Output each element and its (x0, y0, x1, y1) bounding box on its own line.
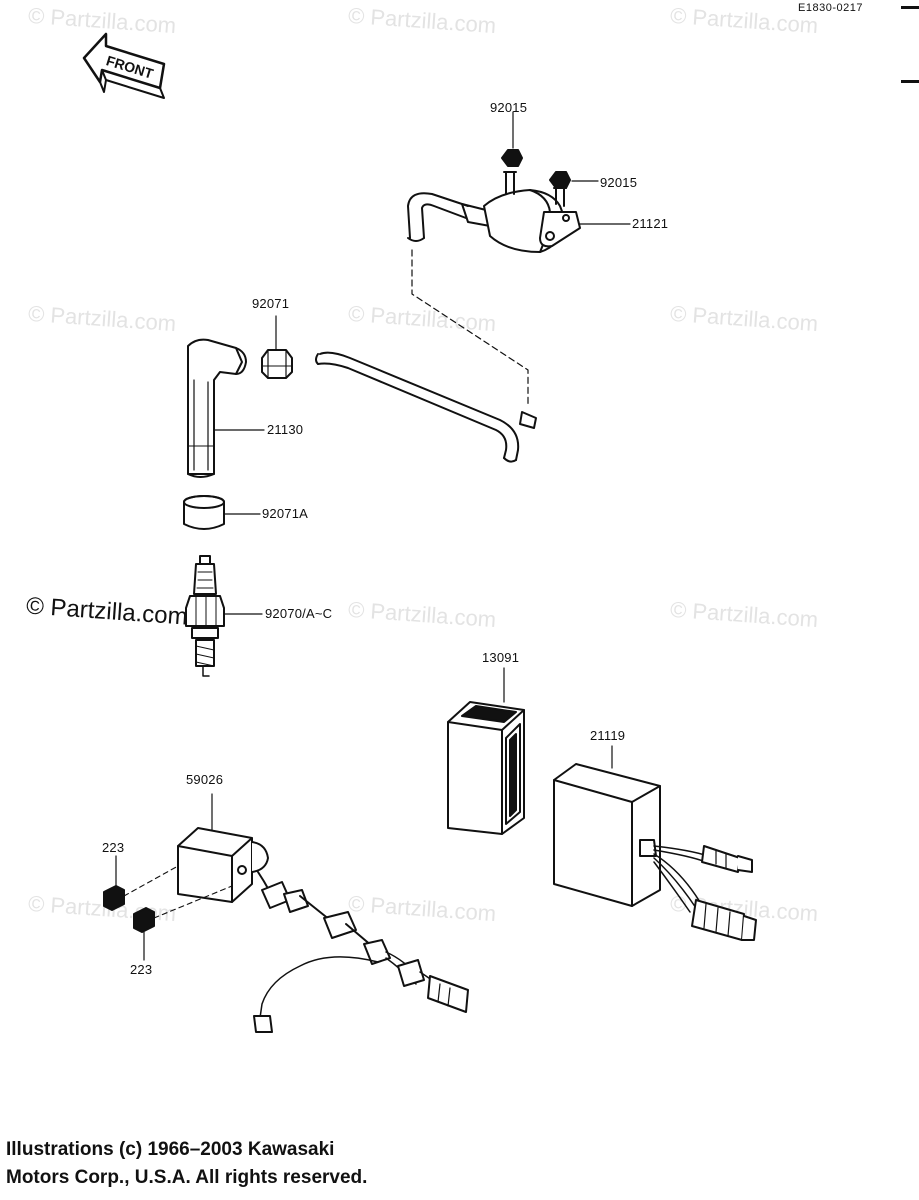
callout-21130: 21130 (267, 422, 304, 437)
rubber-seal (183, 495, 225, 530)
cdi-unit (553, 763, 757, 941)
callout-223-bottom: 223 (130, 962, 153, 977)
callout-21121: 21121 (632, 216, 669, 231)
lead-cap (261, 349, 293, 379)
callout-59026: 59026 (186, 772, 224, 787)
copyright-footer: Illustrations (c) 1966–2003 Kawasaki Mot… (6, 1136, 367, 1192)
callout-223-top: 223 (102, 840, 125, 855)
callout-92070: 92070/A~C (265, 606, 333, 621)
callout-92015-right: 92015 (600, 175, 638, 190)
edge-mark (901, 80, 919, 83)
front-arrow-icon: FRONT (82, 32, 166, 99)
callout-92071: 92071 (252, 296, 290, 311)
screw-icon (103, 885, 155, 933)
spark-plug (185, 555, 225, 677)
high-tension-lead (315, 351, 537, 463)
ignition-coil (407, 171, 581, 253)
nut-icon (501, 149, 571, 189)
control-box-13091 (447, 701, 525, 835)
diagram-code: E1830-0217 (798, 2, 863, 14)
edge-mark (901, 6, 919, 9)
callout-21119: 21119 (590, 728, 626, 743)
igniter-harness (177, 827, 469, 1033)
copyright-line-2: Motors Corp., U.S.A. All rights reserved… (6, 1167, 368, 1188)
spark-plug-cap (187, 338, 247, 478)
copyright-line-1: Illustrations (c) 1966–2003 Kawasaki (6, 1139, 335, 1160)
callout-92015-top: 92015 (490, 100, 528, 115)
callout-13091: 13091 (482, 650, 520, 665)
callout-92071a: 92071A (262, 506, 309, 521)
